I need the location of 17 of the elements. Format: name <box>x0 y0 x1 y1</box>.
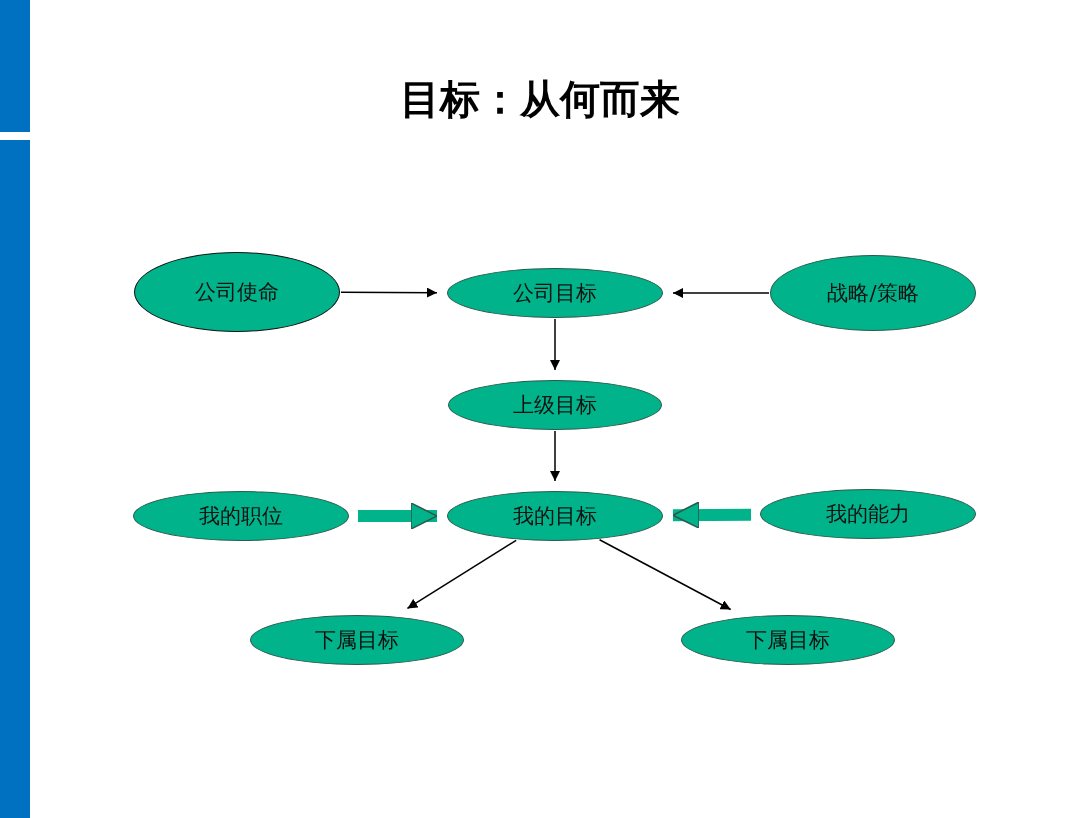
arrow <box>406 539 517 610</box>
node-label: 上级目标 <box>513 392 597 419</box>
node-label: 我的职位 <box>199 503 283 530</box>
node-label: 公司使命 <box>195 279 279 306</box>
arrow <box>672 288 770 298</box>
node-label: 我的能力 <box>826 501 910 528</box>
arrow <box>550 318 560 371</box>
arrow <box>550 430 560 482</box>
block-arrow <box>672 501 752 529</box>
node-label: 下属目标 <box>746 627 830 654</box>
title: 目标：从何而来 <box>400 76 680 122</box>
node-label: 战略/策略 <box>827 280 919 307</box>
node-label: 公司目标 <box>513 280 597 307</box>
node-label: 我的目标 <box>513 503 597 530</box>
node-label: 下属目标 <box>315 627 399 654</box>
block-arrow <box>358 502 438 530</box>
arrow <box>340 287 438 298</box>
